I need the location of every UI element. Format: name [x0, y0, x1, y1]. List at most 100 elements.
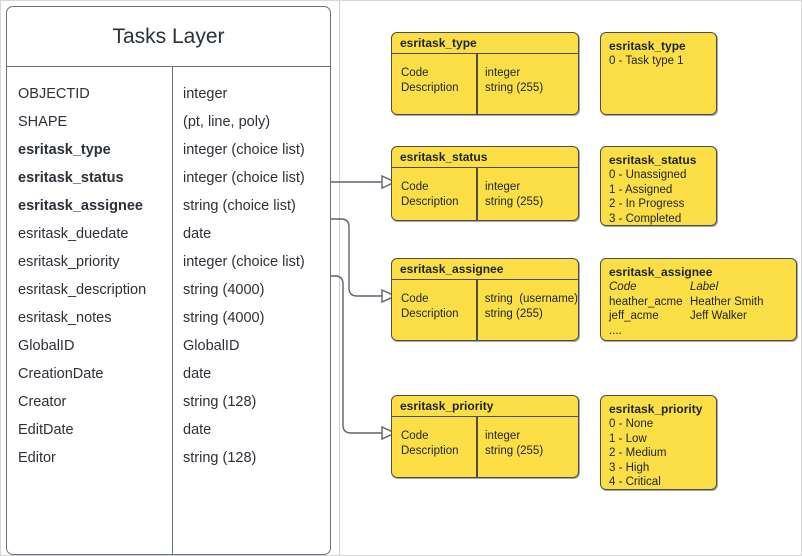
field-name: esritask_type	[18, 142, 111, 158]
value-list-item: 4 - Critical	[609, 476, 661, 488]
field-type: string (128)	[183, 450, 257, 466]
domain-body: Code Description integer string (255)	[392, 417, 578, 477]
value-list-item: 2 - In Progress	[609, 198, 685, 210]
domain-box-esritask-assignee: esritask_assignee Code Description strin…	[391, 258, 579, 341]
field-name: SHAPE	[18, 114, 68, 130]
value-list-code-header: Code	[609, 281, 637, 293]
domain-title: esritask_priority	[392, 396, 578, 417]
field-type: date	[183, 422, 212, 438]
value-list-code: heather_acme	[609, 295, 683, 308]
connector-priority	[330, 275, 382, 434]
field-name: esritask_description	[18, 282, 147, 298]
field-type: (pt, line, poly)	[183, 114, 271, 130]
domain-field-types: integer string (255)	[485, 67, 544, 94]
value-list-title: esritask_status	[609, 153, 697, 167]
domain-field-types: integer string (255)	[485, 181, 544, 208]
domain-box-esritask-priority: esritask_priority Code Description integ…	[391, 395, 579, 478]
field-name: esritask_assignee	[18, 198, 143, 214]
domain-box-esritask-status: esritask_status Code Description integer…	[391, 146, 579, 221]
field-row: esritask_notes string (4000)	[7, 304, 330, 332]
entity-title: Tasks Layer	[7, 7, 330, 67]
domain-body: Code Description integer string (255)	[392, 168, 578, 220]
domain-column-divider	[476, 168, 478, 220]
entity-field-list: OBJECTID integer SHAPE (pt, line, poly) …	[7, 67, 330, 554]
value-list-esritask-assignee: esritask_assignee Code Label heather_acm…	[600, 258, 797, 341]
domain-title: esritask_type	[392, 33, 578, 54]
domain-title: esritask_status	[392, 147, 578, 168]
domain-field-names: Code Description	[401, 293, 459, 320]
value-list-row: jeff_acme Jeff Walker	[609, 309, 796, 324]
field-row: GlobalID GlobalID	[7, 332, 330, 360]
field-type: integer (choice list)	[183, 254, 305, 270]
value-list-label: Jeff Walker	[690, 310, 747, 322]
value-list-item: 2 - Medium	[609, 447, 667, 459]
value-list-esritask-priority: esritask_priority 0 - None 1 - Low 2 - M…	[600, 395, 717, 490]
domain-field-names: Code Description	[401, 67, 459, 94]
domain-body: Code Description integer string (255)	[392, 54, 578, 114]
field-type: string (choice list)	[183, 198, 296, 214]
field-name: esritask_status	[18, 170, 124, 186]
domain-body: Code Description string (username) strin…	[392, 280, 578, 340]
value-list-esritask-status: esritask_status 0 - Unassigned 1 - Assig…	[600, 146, 717, 226]
value-list-label-header: Label	[690, 281, 719, 293]
field-row: SHAPE (pt, line, poly)	[7, 108, 330, 136]
value-list-item: 0 - Unassigned	[609, 169, 687, 181]
value-list-title: esritask_priority	[609, 402, 703, 416]
field-row: esritask_priority integer (choice list)	[7, 248, 330, 276]
field-name: Editor	[18, 450, 56, 466]
field-type: date	[183, 366, 212, 382]
domain-box-esritask-type: esritask_type Code Description integer s…	[391, 32, 579, 115]
value-list-item: 0 - Task type 1	[609, 55, 684, 67]
field-type: integer (choice list)	[183, 170, 305, 186]
field-name: EditDate	[18, 422, 74, 438]
domain-field-types: integer string (255)	[485, 430, 544, 457]
value-list-label: Heather Smith	[690, 295, 764, 308]
field-name: GlobalID	[18, 338, 75, 354]
field-row: Creator string (128)	[7, 388, 330, 416]
field-name: esritask_duedate	[18, 226, 129, 242]
value-list-item: 0 - None	[609, 418, 654, 430]
field-name: OBJECTID	[18, 86, 90, 102]
field-type: integer	[183, 86, 228, 102]
value-list-row: heather_acme Heather Smith	[609, 295, 796, 310]
field-row: esritask_duedate date	[7, 220, 330, 248]
value-list-header-row: Code Label	[609, 280, 796, 295]
value-list-item: 1 - Assigned	[609, 183, 673, 196]
field-row: esritask_type integer (choice list)	[7, 136, 330, 164]
field-name: Creator	[18, 394, 67, 410]
entity-column-divider	[172, 67, 173, 554]
panel-divider	[339, 1, 340, 555]
value-list-esritask-type: esritask_type 0 - Task type 1	[600, 32, 717, 115]
field-type: string (128)	[183, 394, 257, 410]
field-row: Editor string (128)	[7, 444, 330, 472]
field-row: EditDate date	[7, 416, 330, 444]
field-row: esritask_status integer (choice list)	[7, 164, 330, 192]
value-list-item: 3 - High	[609, 461, 650, 474]
domain-field-names: Code Description	[401, 181, 459, 208]
connector-assignee	[330, 218, 382, 297]
domain-field-names: Code Description	[401, 430, 459, 457]
value-list-item: 3 - Completed	[609, 212, 682, 225]
field-type: string (4000)	[183, 282, 265, 298]
value-list-title: esritask_type	[609, 39, 686, 53]
entity-tasks-layer: Tasks Layer OBJECTID integer SHAPE (pt, …	[6, 6, 331, 555]
domain-column-divider	[476, 280, 478, 340]
value-list-more-indicator: ....	[609, 324, 622, 337]
field-type: integer (choice list)	[183, 142, 305, 158]
domain-column-divider	[476, 54, 478, 114]
field-type: date	[183, 226, 212, 242]
field-row: esritask_description string (4000)	[7, 276, 330, 304]
field-row: CreationDate date	[7, 360, 330, 388]
domain-column-divider	[476, 417, 478, 477]
domain-title: esritask_assignee	[392, 259, 578, 280]
value-list-code: jeff_acme	[609, 310, 659, 322]
field-row: esritask_assignee string (choice list)	[7, 192, 330, 220]
field-name: CreationDate	[18, 366, 104, 382]
field-name: esritask_priority	[18, 254, 120, 270]
field-type: string (4000)	[183, 310, 265, 326]
field-name: esritask_notes	[18, 310, 112, 326]
field-type: GlobalID	[183, 338, 240, 354]
domain-field-types: string (username) string (255)	[484, 293, 578, 320]
value-list-title: esritask_assignee	[609, 265, 713, 279]
